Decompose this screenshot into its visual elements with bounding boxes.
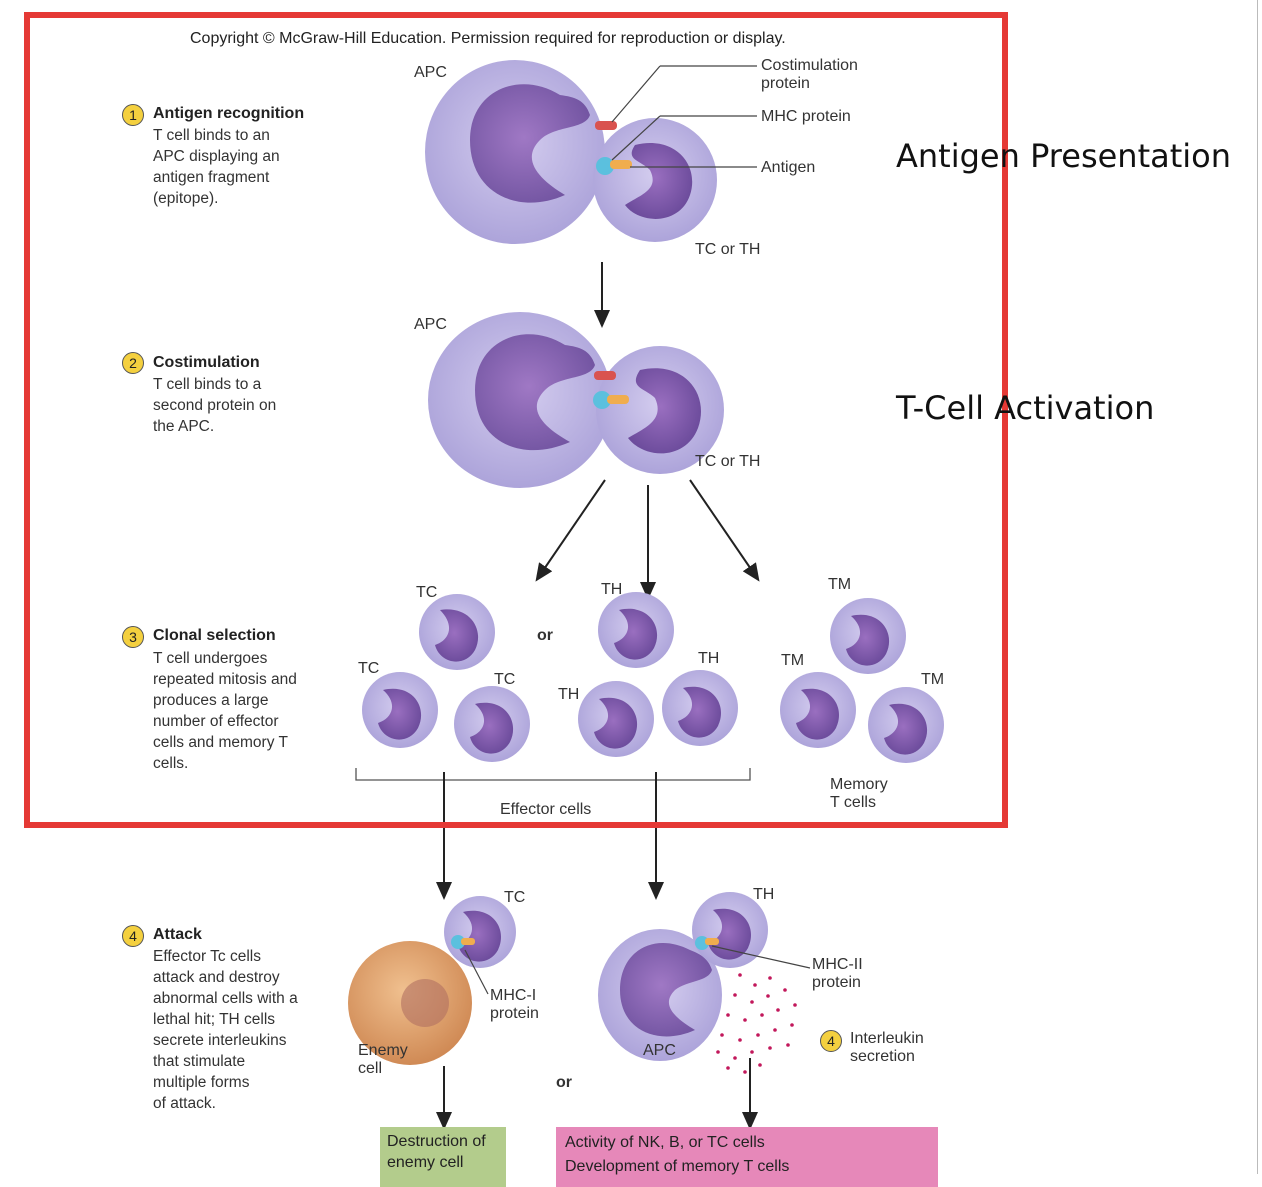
costim-protein-icon bbox=[595, 121, 617, 130]
interleukin-badge: 4 bbox=[820, 1030, 842, 1052]
th-clones bbox=[578, 592, 738, 757]
step-2-title: Costimulation bbox=[153, 354, 260, 371]
tc-label-attack: TC bbox=[504, 889, 526, 906]
tc-or-th-label-2: TC or TH bbox=[695, 453, 761, 470]
tc-label-c: TC bbox=[494, 671, 516, 688]
antigen-presentation-annotation: Antigen Presentation bbox=[896, 137, 1232, 175]
t-cell-step2 bbox=[596, 346, 724, 474]
step-1-badge: 1 bbox=[122, 104, 144, 126]
mhc-protein-label: MHC protein bbox=[761, 108, 851, 125]
apc-cell-step2 bbox=[428, 312, 612, 488]
step-1-title: Antigen recognition bbox=[153, 105, 305, 122]
or-label-2: or bbox=[556, 1074, 572, 1091]
tc-or-th-label-1: TC or TH bbox=[695, 241, 761, 258]
tc-label-a: TC bbox=[416, 584, 438, 601]
tc-label-b: TC bbox=[358, 660, 380, 677]
th-label-c: TH bbox=[558, 686, 580, 703]
apc-cell-step1 bbox=[425, 60, 605, 244]
apc-label-1: APC bbox=[414, 64, 447, 81]
interleukin-dots bbox=[716, 973, 797, 1074]
th-label-attack: TH bbox=[753, 886, 775, 903]
antigen-icon bbox=[610, 160, 632, 169]
step-4-badge: 4 bbox=[122, 925, 144, 947]
or-label-1: or bbox=[537, 627, 553, 644]
tcell-activation-annotation: T-Cell Activation bbox=[896, 389, 1155, 427]
page-edge-divider bbox=[1257, 0, 1258, 1174]
highlight-box bbox=[24, 12, 1008, 828]
apc-label-2: APC bbox=[414, 316, 447, 333]
apc-label-3: APC bbox=[643, 1042, 676, 1059]
copyright-text: Copyright © McGraw-Hill Education. Permi… bbox=[190, 30, 786, 47]
mhc-protein-icon bbox=[596, 157, 614, 175]
step-4-title: Attack bbox=[153, 926, 202, 943]
tm-label-a: TM bbox=[828, 576, 852, 593]
th-label-b: TH bbox=[698, 650, 720, 667]
effector-cells-label: Effector cells bbox=[500, 801, 592, 818]
step-3-badge: 3 bbox=[122, 626, 144, 648]
tm-label-b: TM bbox=[781, 652, 805, 669]
tm-clones bbox=[780, 598, 944, 763]
tm-label-c: TM bbox=[921, 671, 945, 688]
th-label-a: TH bbox=[601, 581, 623, 598]
step-2-badge: 2 bbox=[122, 352, 144, 374]
step-3-title: Clonal selection bbox=[153, 627, 276, 644]
tc-clones bbox=[362, 594, 530, 762]
antigen-label: Antigen bbox=[761, 159, 816, 176]
